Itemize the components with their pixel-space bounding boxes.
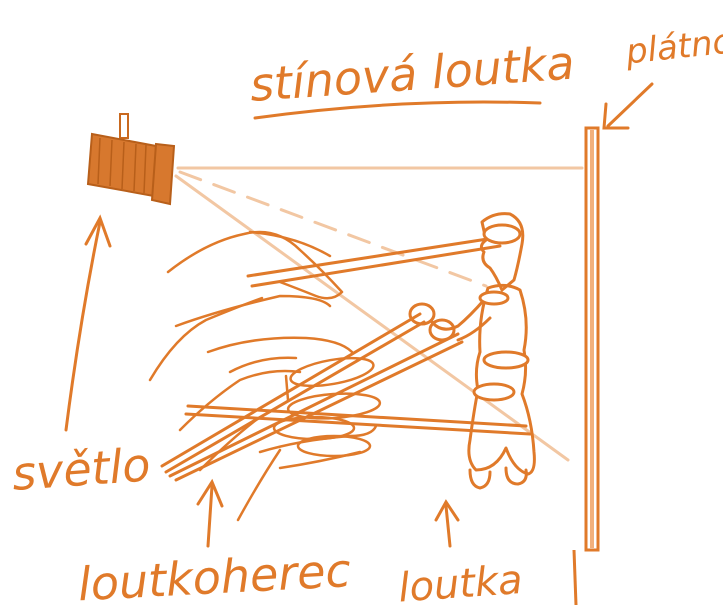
puppeteer-arrow (198, 482, 222, 546)
light-arrow (66, 218, 110, 430)
screen-arrow (604, 84, 652, 128)
puppet-label: loutka (397, 557, 524, 605)
diagram-title: stínová loutka (248, 35, 576, 112)
light-label: světlo (10, 437, 152, 501)
screen-label: plátno (623, 21, 723, 72)
screen (574, 128, 598, 605)
puppeteer-label: loutkoherec (77, 543, 352, 605)
puppet-figure (410, 214, 534, 488)
lamp-icon (88, 114, 174, 204)
puppet-arrow (436, 502, 458, 546)
control-rods (162, 238, 530, 480)
